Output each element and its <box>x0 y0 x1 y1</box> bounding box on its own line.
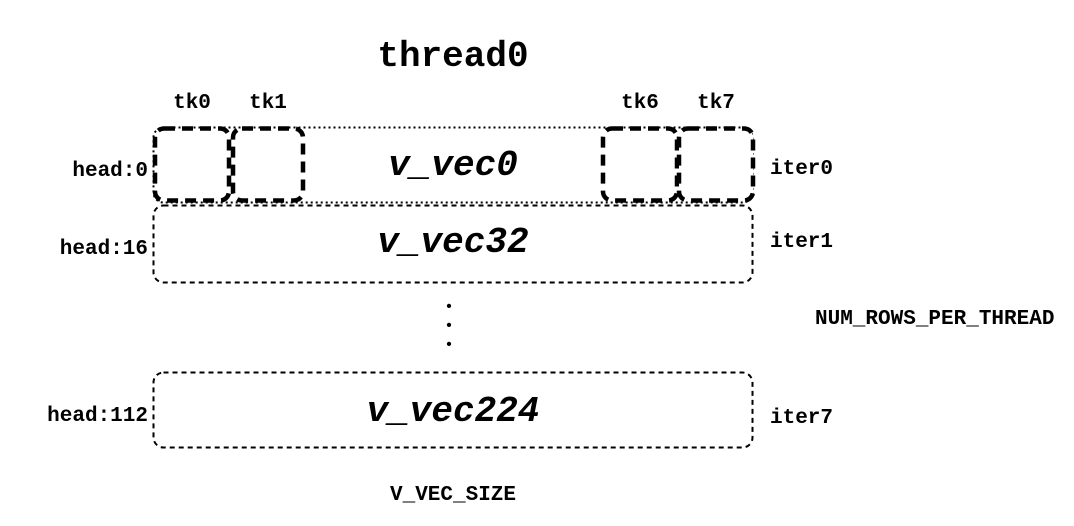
v-vec32-label: v_vec32 <box>377 222 529 263</box>
tk6-label: tk6 <box>621 92 659 115</box>
tk7-box <box>676 126 756 203</box>
head-offset-label-1: head:16 <box>59 238 148 261</box>
num-rows-per-thread-label: NUM_ROWS_PER_THREAD <box>815 308 1055 331</box>
tk0-label: tk0 <box>173 92 211 115</box>
v-vec224-label: v_vec224 <box>366 391 540 432</box>
head-offset-label-7: head:112 <box>47 405 148 428</box>
iter-label-1: iter1 <box>770 231 834 254</box>
v-vec0-label: v_vec0 <box>388 145 518 186</box>
tk1-label: tk1 <box>249 92 287 115</box>
tk0-box <box>152 126 232 203</box>
v-vec32-row-box <box>152 204 754 284</box>
iter-label-0: iter0 <box>770 158 834 181</box>
v-vec-size-label: V_VEC_SIZE <box>389 484 517 507</box>
iter-label-7: iter7 <box>770 407 834 430</box>
diagram-title: thread0 <box>377 36 529 77</box>
head-offset-label-0: head:0 <box>72 160 148 183</box>
tk1-box <box>230 126 306 203</box>
v-vec224-row-box <box>152 371 754 449</box>
tk7-label: tk7 <box>697 92 735 115</box>
vertical-ellipsis-icon: • • • <box>444 299 454 354</box>
